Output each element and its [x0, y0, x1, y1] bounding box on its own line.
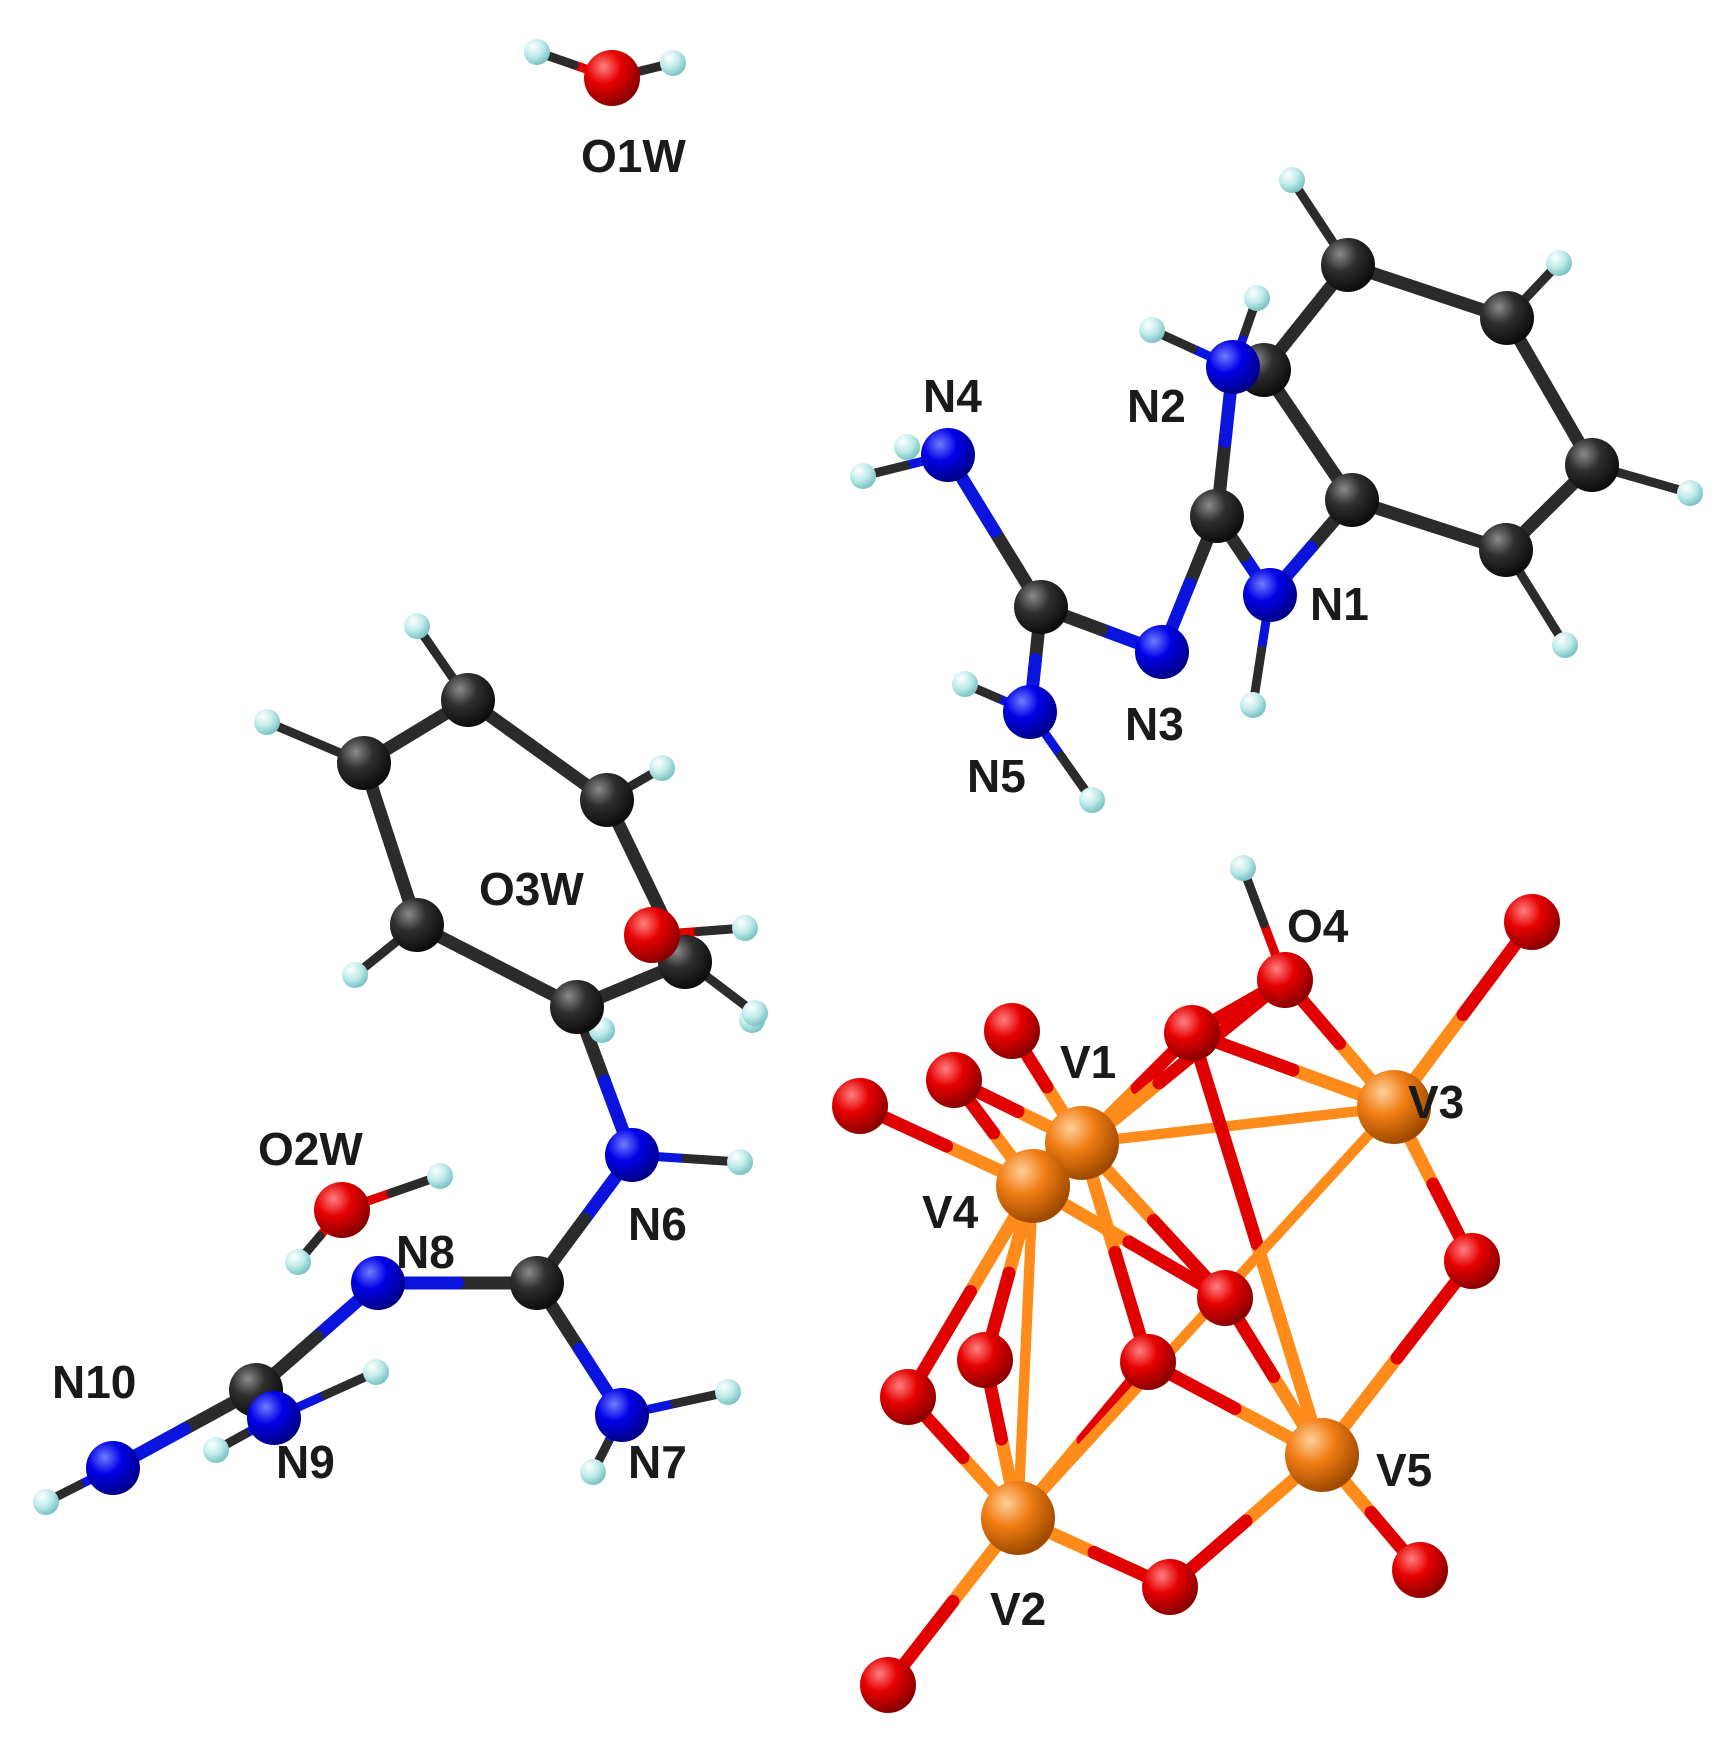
- atom-hr2-h: [649, 755, 675, 781]
- atom-V2-v: [981, 1481, 1055, 1555]
- atom-h1b-h: [660, 50, 686, 76]
- atom-N5-n: [1003, 685, 1057, 739]
- atoms-layer: [33, 39, 1703, 1713]
- atom-c5-c: [1325, 473, 1379, 527]
- atom-cr1-c: [441, 673, 495, 727]
- label-N7: N7: [628, 1436, 687, 1488]
- atom-V1-v: [1045, 1106, 1119, 1180]
- atom-cr2-c: [580, 773, 634, 827]
- atom-cr3-c: [337, 736, 391, 790]
- bond-V2-V3-half-a: [1012, 1307, 1212, 1524]
- label-N8: N8: [396, 1226, 455, 1278]
- atom-N3-n: [1135, 625, 1189, 679]
- labels-layer: O1W N2 N4 N1 N3 N5 O3W O4 V1 V3 O2W V4 N…: [52, 130, 1464, 1635]
- label-N2: N2: [1127, 380, 1186, 432]
- atom-c1-c: [1321, 238, 1375, 292]
- atom-hn4a-h: [850, 463, 876, 489]
- atom-cr5-c: [550, 980, 604, 1034]
- atom-oc-o: [926, 1052, 982, 1108]
- atom-og-o: [1120, 1334, 1176, 1390]
- atom-V3-v: [1357, 1070, 1431, 1144]
- atom-O2W-o: [314, 1182, 370, 1238]
- atom-C9-c: [510, 1256, 564, 1310]
- atom-O3W-o: [624, 907, 680, 963]
- atom-hn10-h: [33, 1489, 59, 1515]
- label-O1W: O1W: [581, 130, 686, 182]
- atom-N1-n: [1243, 568, 1297, 622]
- atom-N7-n: [595, 1388, 649, 1442]
- atom-of-o: [1197, 1270, 1253, 1326]
- atom-N6-n: [605, 1128, 659, 1182]
- atom-hn9a-h: [363, 1359, 389, 1385]
- atom-oh-o: [880, 1369, 936, 1425]
- atom-ob-o: [1164, 1005, 1220, 1061]
- atom-N4-n: [921, 428, 975, 482]
- label-V4: V4: [922, 1186, 979, 1238]
- atom-hn6-h: [727, 1149, 753, 1175]
- label-V5: V5: [1376, 1444, 1432, 1496]
- atom-oa-o: [984, 1003, 1040, 1059]
- atom-hn5a-h: [952, 671, 978, 697]
- atom-hO4-h: [1230, 855, 1256, 881]
- label-N4: N4: [923, 370, 982, 422]
- atom-h3b-h: [742, 1000, 768, 1026]
- atom-hc1-h: [1279, 167, 1305, 193]
- atom-hn9b-h: [203, 1437, 229, 1463]
- atom-cr4-c: [390, 898, 444, 952]
- atom-O1W-o: [584, 50, 640, 106]
- label-V3: V3: [1408, 1076, 1464, 1128]
- atom-hn2a-h: [1139, 317, 1165, 343]
- label-O2W: O2W: [258, 1123, 363, 1175]
- label-N9: N9: [276, 1436, 335, 1488]
- atom-h3a-h: [732, 915, 758, 941]
- label-V1: V1: [1060, 1036, 1116, 1088]
- atom-hn4b-h: [894, 434, 920, 460]
- atom-hn7a-h: [715, 1379, 741, 1405]
- atom-h1a-h: [524, 39, 550, 65]
- atom-hc3-h: [1677, 480, 1703, 506]
- atom-oj-o: [1142, 1559, 1198, 1615]
- atom-hr4-h: [342, 962, 368, 988]
- atom-c3-c: [1565, 438, 1619, 492]
- atom-oe-o: [1444, 1233, 1500, 1289]
- label-N3: N3: [1125, 698, 1184, 750]
- label-N6: N6: [628, 1198, 687, 1250]
- atom-hr3-h: [254, 709, 280, 735]
- atom-hn1-h: [1240, 692, 1266, 718]
- atom-od-o: [832, 1078, 888, 1134]
- label-N10: N10: [52, 1356, 136, 1408]
- atom-O4-o: [1257, 952, 1313, 1008]
- atom-h2b-h: [285, 1249, 311, 1275]
- label-N1: N1: [1310, 578, 1369, 630]
- atom-hc2-h: [1546, 250, 1572, 276]
- atom-C7-c: [1190, 489, 1244, 543]
- atom-C8-c: [1014, 580, 1068, 634]
- label-N5: N5: [967, 750, 1026, 802]
- atom-hn7b-h: [580, 1459, 606, 1485]
- atom-N10-n: [86, 1441, 140, 1495]
- atom-oi-o: [957, 1332, 1013, 1388]
- atom-ol-o: [860, 1657, 916, 1713]
- atom-N2-n: [1206, 340, 1260, 394]
- atom-hn2b-h: [1244, 285, 1270, 311]
- atom-hc5-h: [1552, 632, 1578, 658]
- atom-hn5b-h: [1079, 787, 1105, 813]
- atom-V5-v: [1285, 1418, 1359, 1492]
- label-O4: O4: [1287, 900, 1349, 952]
- atom-V4-v: [996, 1149, 1070, 1223]
- atom-c4-c: [1479, 523, 1533, 577]
- atom-c2-c: [1480, 291, 1534, 345]
- atom-h2a-h: [427, 1163, 453, 1189]
- label-V2: V2: [990, 1583, 1046, 1635]
- atom-N9-n: [247, 1391, 301, 1445]
- atom-ok-o: [1392, 1542, 1448, 1598]
- atom-N8-n: [351, 1256, 405, 1310]
- bond-V5-ob-half-b: [1185, 1026, 1264, 1251]
- atom-hr1-h: [404, 613, 430, 639]
- atom-ot1-o: [1504, 894, 1560, 950]
- label-O3W: O3W: [479, 863, 584, 915]
